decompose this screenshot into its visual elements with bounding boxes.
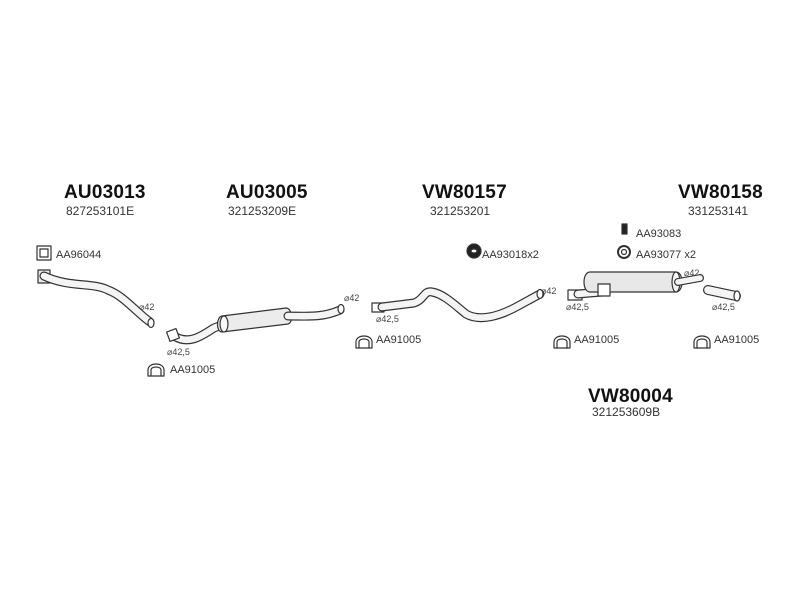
diameter-label-2: ⌀42,5 [167,347,190,357]
hanger-label: AA93018x2 [482,249,539,261]
ring-label: AA93077 x2 [636,249,696,261]
diameter-label-6: ⌀42,5 [566,302,589,312]
diameter-label-5: ⌀42 [541,286,557,296]
part-code-vw80004: VW80004 [588,386,673,407]
gasket-label: AA96044 [56,249,102,261]
diameter-label-7: ⌀42 [684,268,700,278]
tail-pipe-vw80004 [703,285,741,302]
clamp-icon [147,363,165,377]
diameter-label-3: ⌀42 [344,293,360,303]
part-code-vw80158: VW80158 [678,182,763,203]
oem-number-vw80004: 321253609B [592,405,661,419]
center-pipe-vw80157 [371,287,545,323]
clamp-icon [355,335,373,349]
part-code-au03013: AU03013 [64,182,146,203]
clamp-icon [693,335,711,349]
front-pipe-au03013 [37,269,155,329]
clamp-label-3: AA91005 [574,334,620,346]
clamp-label-4: AA91005 [714,334,760,346]
ring-icon [617,245,631,259]
part-code-au03005: AU03005 [226,182,308,203]
middle-silencer-au03005 [165,303,345,345]
diameter-label-4: ⌀42,5 [376,314,399,324]
gasket-icon [36,245,52,261]
rear-silencer-vw80158 [567,271,704,301]
part-code-vw80157: VW80157 [422,182,507,203]
clamp-icon [553,335,571,349]
diameter-label-1: ⌀42 [139,302,155,312]
bolt-label: AA93083 [636,228,682,240]
diameter-label-8: ⌀42,5 [712,302,735,312]
bolt-icon [621,223,628,235]
oem-number-vw80157: 321253201 [430,204,491,218]
hanger-icon [466,243,482,259]
oem-number-au03005: 321253209E [228,204,297,218]
oem-number-vw80158: 331253141 [688,204,749,218]
clamp-label-2: AA91005 [376,334,422,346]
clamp-label-1: AA91005 [170,364,216,376]
oem-number-au03013: 827253101E [66,204,135,218]
